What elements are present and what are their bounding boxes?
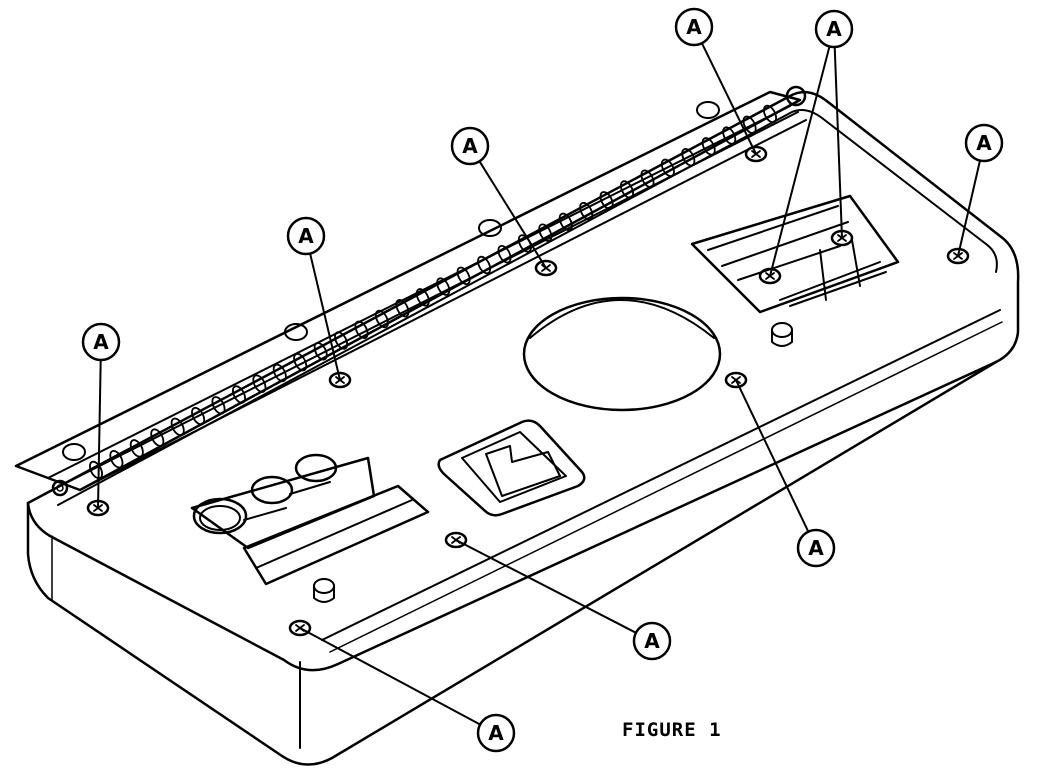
hinge-knuckle <box>231 385 247 404</box>
leader-line <box>455 539 637 634</box>
hinge-knuckle <box>660 158 675 178</box>
hinge-knuckle <box>191 406 206 426</box>
callout-a: A <box>814 9 854 49</box>
callout-label: A <box>686 15 702 39</box>
hinge-knuckle <box>477 255 492 275</box>
housing <box>26 90 1020 766</box>
hinge-knuckle <box>293 352 308 372</box>
upper-slot-assembly <box>690 194 900 314</box>
hinge-knuckle <box>415 288 430 307</box>
leader-line <box>700 42 757 155</box>
callout-a: A <box>964 123 1004 163</box>
hinge-knuckle <box>497 245 512 264</box>
hinge-knuckle <box>129 439 144 458</box>
callout-label: A <box>644 629 660 653</box>
housing-front-face <box>26 360 998 766</box>
hinge-pin <box>51 479 69 497</box>
hinge-knuckle <box>619 180 635 199</box>
hinge-knuckle <box>252 374 267 393</box>
leader-line <box>309 252 341 381</box>
hinge-knuckle <box>456 266 471 285</box>
hinge-knuckle <box>150 428 165 447</box>
hinge-knuckle <box>374 309 389 329</box>
callout-label: A <box>808 536 824 560</box>
hinge-knuckle <box>313 342 328 361</box>
leader-line <box>769 45 831 277</box>
keyed-socket <box>437 419 586 517</box>
callout-label: A <box>976 131 992 155</box>
leader-line <box>833 46 843 239</box>
housing-top-face <box>26 90 1020 672</box>
hinge-knuckles <box>88 104 778 480</box>
callout-a: A <box>476 713 516 753</box>
callout-a: A <box>450 126 490 166</box>
hinge-knuckle <box>742 115 757 134</box>
round-opening <box>522 296 722 412</box>
hinge-knuckle <box>538 223 553 242</box>
hinge-knuckle <box>579 201 594 221</box>
hinge-knuckle <box>681 148 696 167</box>
leader-line <box>735 379 810 533</box>
hinge-knuckle <box>395 299 410 318</box>
hinge-knuckle <box>701 137 716 156</box>
hinge-knuckle <box>334 331 349 350</box>
callout-a: A <box>286 216 326 256</box>
hinge-knuckle <box>354 320 369 339</box>
callout-leaders <box>97 42 981 726</box>
callout-a: A <box>632 621 672 661</box>
callout-a: A <box>81 322 121 362</box>
hinge <box>14 85 807 497</box>
callout-label: A <box>93 330 109 354</box>
leader-line <box>957 159 981 257</box>
hinge-knuckle <box>88 460 104 480</box>
hinge-knuckle <box>599 191 614 210</box>
hinge-knuckle <box>109 450 124 469</box>
hinge-knuckle <box>272 363 287 383</box>
hinge-knuckle <box>436 277 451 296</box>
pegs <box>313 322 793 603</box>
leader-line <box>97 359 102 509</box>
hinge-knuckle <box>640 169 655 188</box>
button-cluster <box>190 453 430 586</box>
hinge-knuckle <box>211 396 226 415</box>
callout-a: A <box>796 528 836 568</box>
leader-line <box>299 627 482 726</box>
callout-a: A <box>674 7 714 47</box>
hinge-knuckle <box>558 212 573 232</box>
hinge-knuckle <box>762 104 778 124</box>
callouts: A A A A A A A A A <box>81 7 1004 753</box>
callout-label: A <box>298 224 314 248</box>
callout-label: A <box>826 17 842 41</box>
callout-label: A <box>488 721 504 745</box>
callout-label: A <box>462 134 478 158</box>
hinge-holes <box>62 101 720 461</box>
hinge-knuckle <box>170 417 185 436</box>
leader-line <box>478 160 547 269</box>
figure-caption: FIGURE 1 <box>622 719 722 741</box>
hinge-knuckle <box>722 126 737 145</box>
